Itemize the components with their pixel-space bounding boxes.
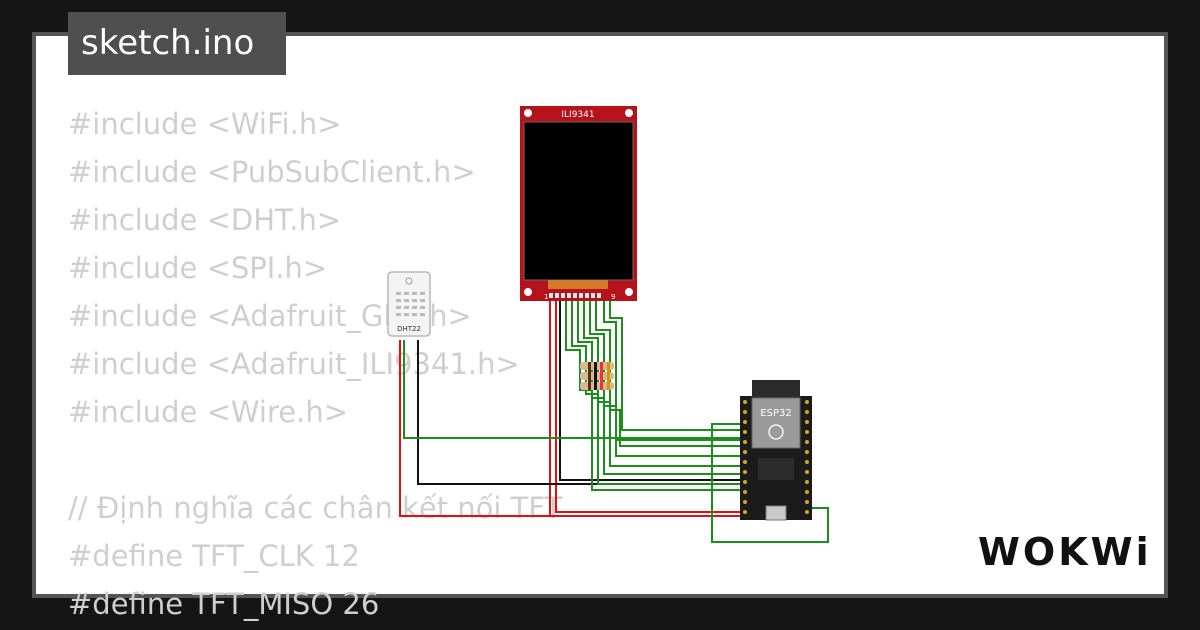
wire-green (603, 298, 742, 441)
code-line: #include <DHT.h> (68, 203, 342, 237)
dht22-label: DHT22 (397, 325, 421, 333)
wires (399, 298, 829, 543)
wire-red (399, 340, 742, 517)
wire-green (583, 298, 742, 467)
wire-red (555, 298, 742, 513)
display-pin-last: 9 (611, 293, 615, 301)
code-line: #include <Adafruit_ILI9341.h> (68, 347, 520, 381)
dht22-sensor[interactable]: DHT22 (387, 271, 431, 337)
resistor-array[interactable] (580, 362, 614, 390)
code-line: #define TFT_CLK 12 (68, 539, 360, 573)
wire-green (565, 298, 742, 491)
wire-green (595, 298, 742, 447)
display-label: ILI9341 (561, 110, 594, 120)
wire-green (571, 298, 742, 485)
wire-green (403, 340, 742, 439)
code-line: #include <PubSubClient.h> (68, 155, 476, 189)
code-line: // Định nghĩa các chân kết nối TFT (68, 491, 563, 525)
wire-green (609, 298, 742, 431)
esp32-label: ESP32 (760, 408, 791, 419)
file-tab[interactable]: sketch.ino (68, 12, 286, 75)
wire-black (559, 298, 742, 481)
wokwi-logo-text: WOKWi (978, 530, 1152, 574)
wire-green (577, 298, 742, 475)
wire-green (711, 423, 829, 543)
wire-green (589, 298, 742, 457)
code-line: #include <SPI.h> (68, 251, 328, 285)
esp32-board[interactable]: ESP32 (740, 380, 812, 521)
code-editor[interactable]: #include <WiFi.h> #include <PubSubClient… (68, 100, 768, 621)
code-line: #define TFT_MISO 26 (68, 587, 380, 621)
code-line: #include <Wire.h> (68, 395, 349, 429)
display-pin-first: 1 (544, 293, 548, 301)
ili9341-display[interactable]: ILI9341 1 9 (520, 106, 637, 301)
wokwi-logo: WOKWi (978, 528, 1150, 576)
code-line: #include <WiFi.h> (68, 107, 342, 141)
